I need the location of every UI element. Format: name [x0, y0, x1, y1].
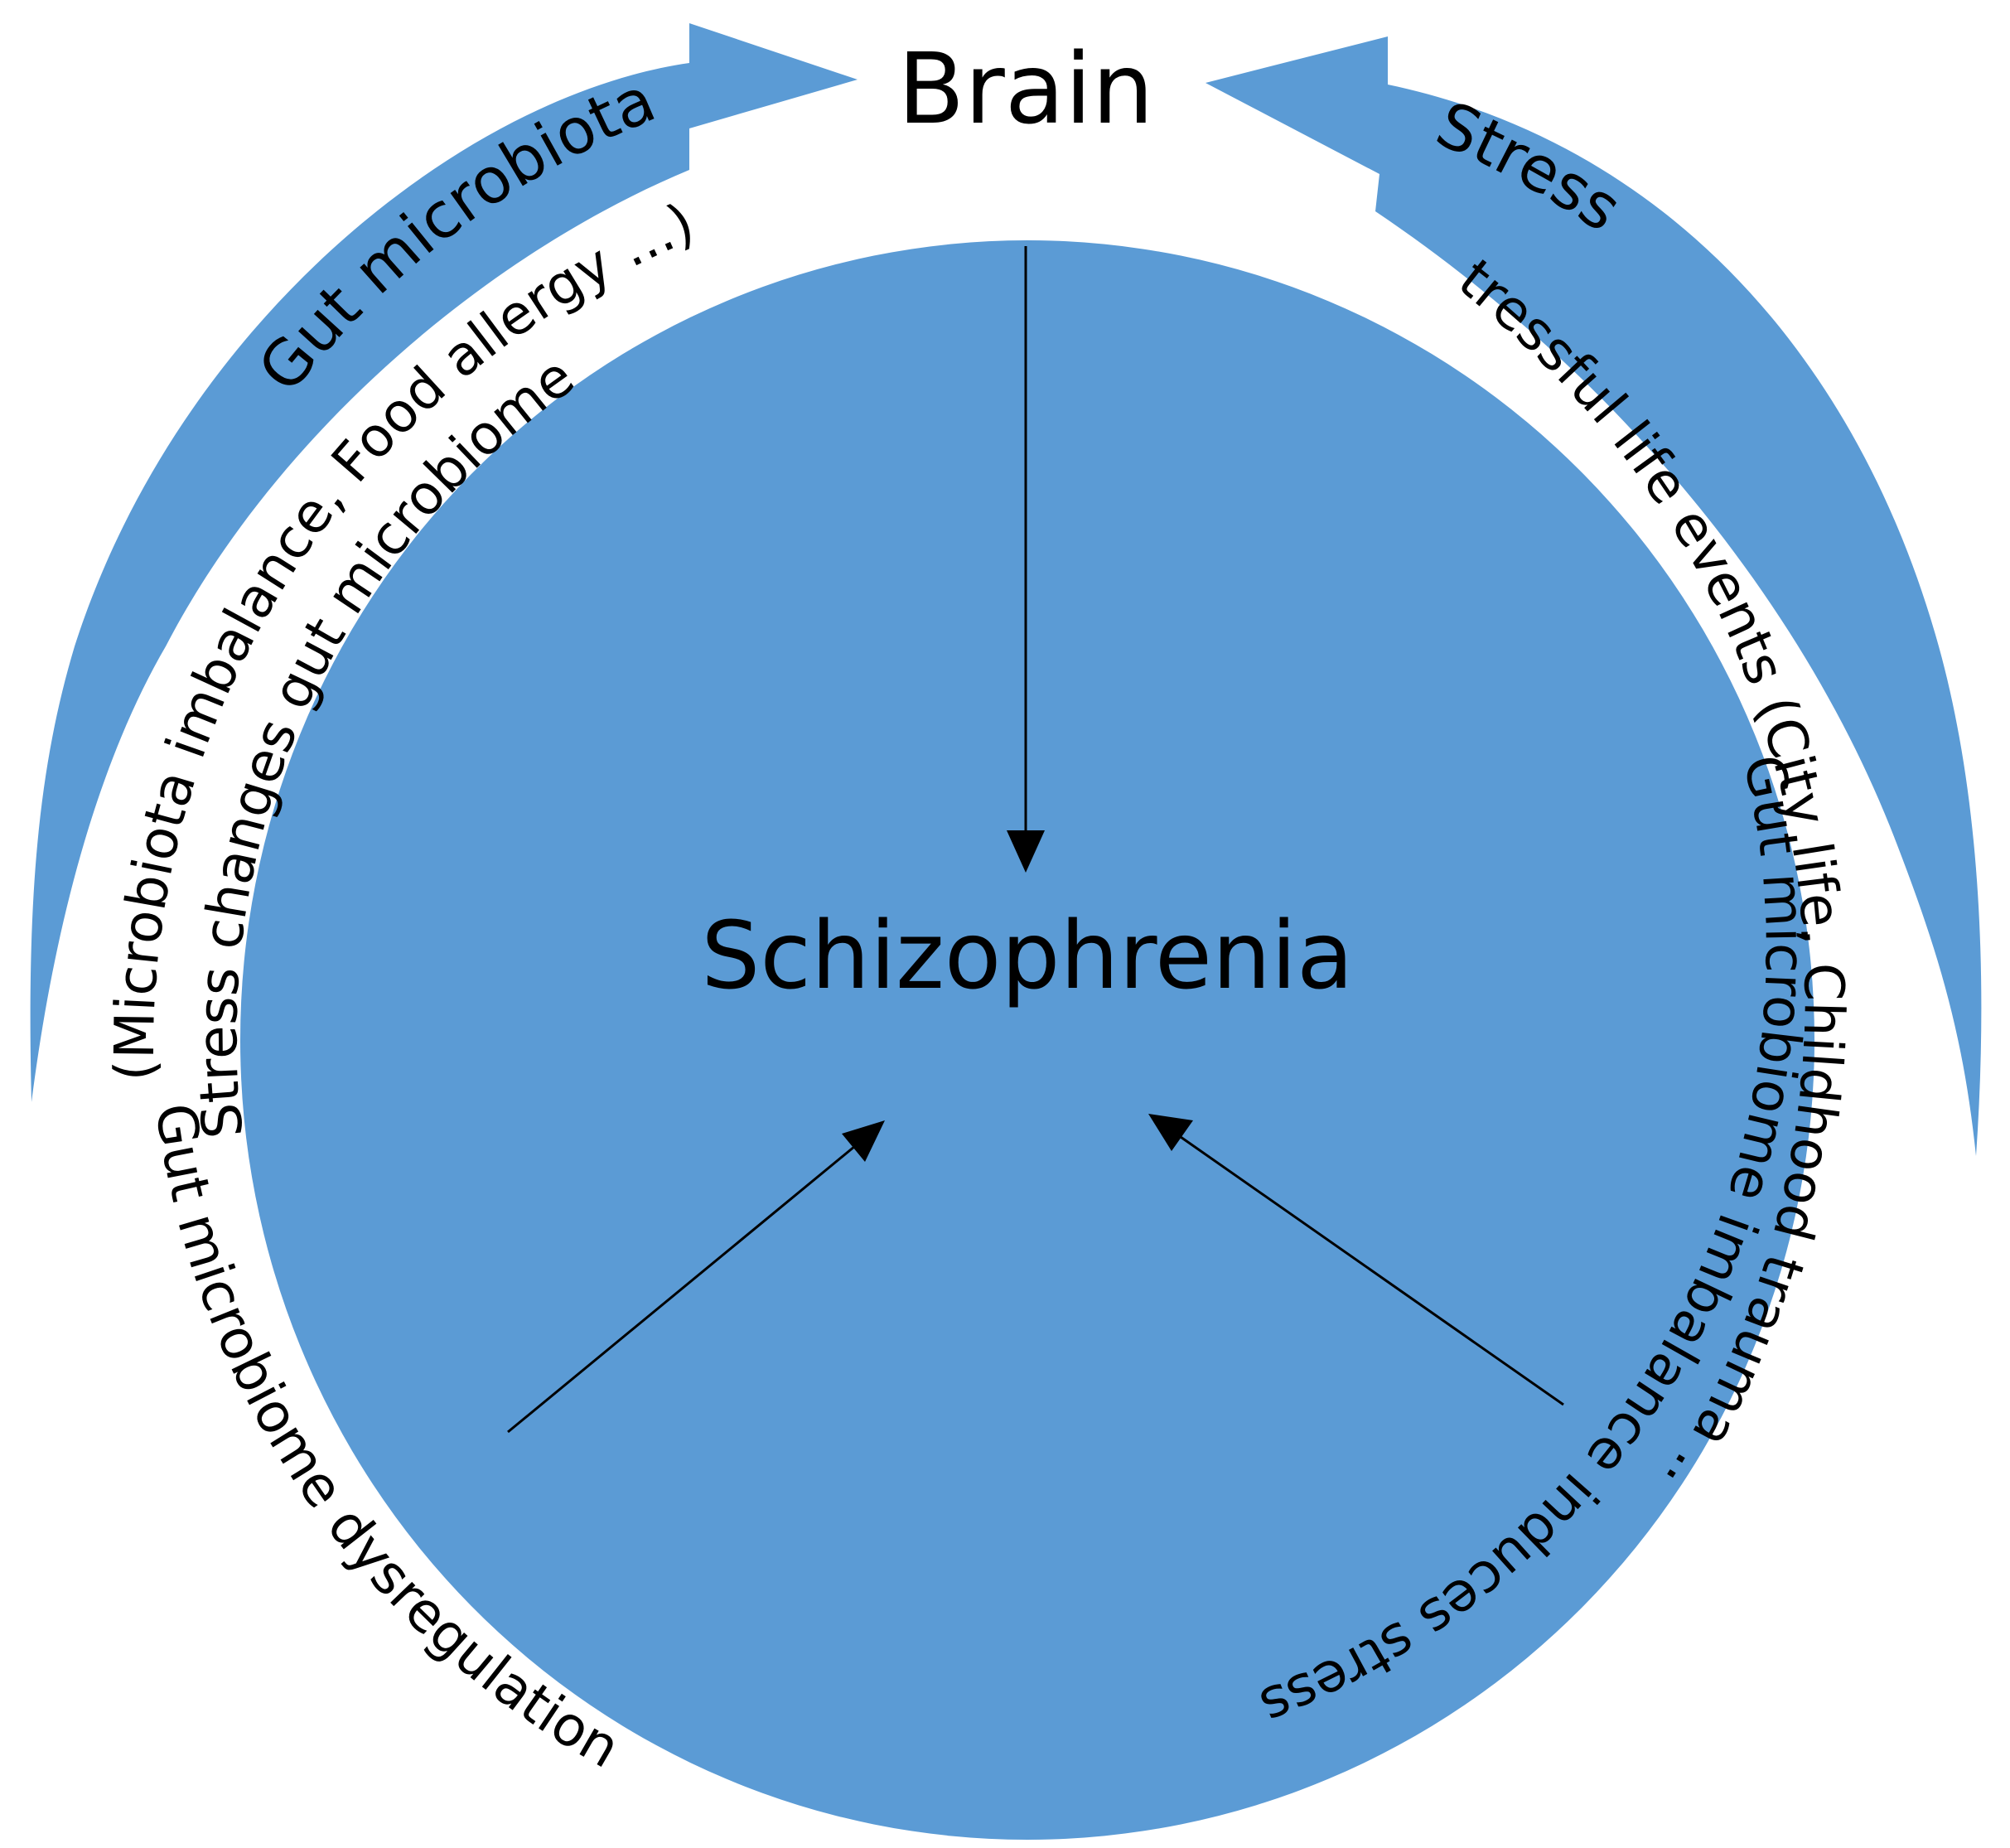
arrow-head-down — [1007, 830, 1045, 873]
right-arc-arrow — [1206, 36, 1982, 1156]
schizophrenia-label: Schizophrenia — [701, 902, 1353, 1010]
central-circle — [240, 240, 1814, 1840]
arrow-gut-to-schizophrenia — [507, 1144, 856, 1434]
brain-label: Brain — [897, 31, 1153, 146]
arrow-stress-to-schizophrenia — [1180, 1135, 1564, 1406]
arrow-head-right — [1148, 1114, 1193, 1151]
left-arc-arrow — [30, 23, 858, 1102]
arrow-head-left — [842, 1120, 885, 1162]
